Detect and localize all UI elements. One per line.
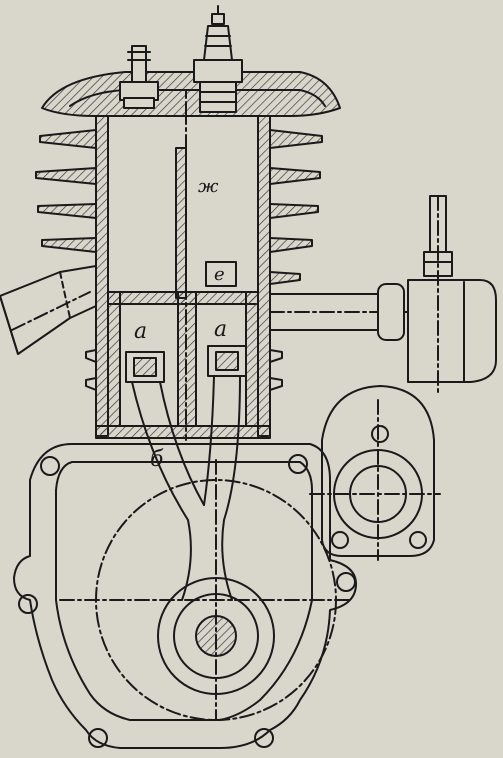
magneto-housing xyxy=(309,385,441,561)
label-zh: ж xyxy=(198,176,219,197)
piston-pin-left xyxy=(125,351,165,383)
crankcase xyxy=(13,443,357,749)
label-a-right: а xyxy=(214,317,227,342)
piston xyxy=(107,109,259,441)
piston-pin-right xyxy=(207,345,247,377)
label-b: б xyxy=(150,447,164,472)
cylinder-wall xyxy=(95,115,271,439)
cylinder-head xyxy=(41,71,341,117)
deflector-plate xyxy=(175,147,187,299)
label-a-left: а xyxy=(134,319,147,344)
label-e: е xyxy=(214,264,225,285)
crank-disc xyxy=(59,459,351,721)
intake-pipe xyxy=(269,283,421,341)
exhaust-pipe xyxy=(0,265,97,355)
connecting-rod xyxy=(131,375,241,601)
port-e xyxy=(205,261,237,287)
carburetor xyxy=(407,195,497,393)
spark-plug xyxy=(193,5,243,113)
head-bolt xyxy=(119,45,159,109)
